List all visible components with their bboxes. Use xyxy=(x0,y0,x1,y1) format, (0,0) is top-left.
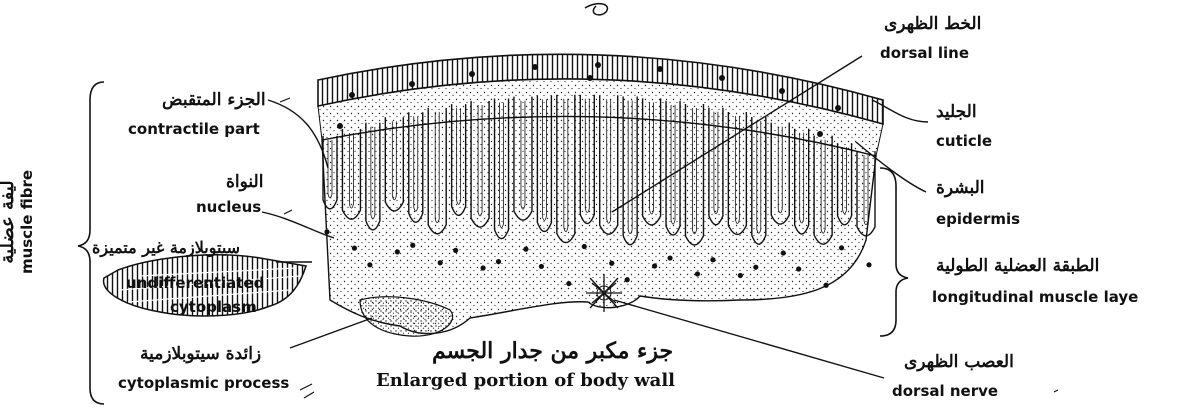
label-muscle-layer-ar: الطبقة العضلية الطولية xyxy=(936,258,1099,275)
fibre-nucleus xyxy=(453,248,458,253)
label-dorsal-nerve-en: dorsal nerve xyxy=(892,384,998,399)
label-muscle-fibre: ليفة عضلية muscle fibre xyxy=(0,162,27,282)
fibre-nucleus xyxy=(652,263,657,268)
label-nucleus-en: nucleus xyxy=(196,200,261,215)
fibre-nucleus xyxy=(395,249,400,254)
fibre-nucleus xyxy=(695,271,700,276)
fibre-nucleus xyxy=(367,262,372,267)
label-contractile-en: contractile part xyxy=(128,122,260,137)
fibre-nucleus xyxy=(738,273,743,278)
figure-title-ar: جزء مكبر من جدار الجسم xyxy=(432,340,673,362)
fibre-nucleus xyxy=(410,243,415,248)
fibre-nucleus xyxy=(824,283,829,288)
fibre-nucleus xyxy=(753,265,758,270)
fibre-nucleus xyxy=(866,262,871,267)
fibre-nucleus xyxy=(667,255,672,260)
label-undiff-en-2: cytoplasm xyxy=(170,300,257,315)
label-nucleus-ar: النواة xyxy=(226,174,263,191)
fibre-nucleus xyxy=(582,244,587,249)
top-scribble xyxy=(585,4,607,15)
fibre-nucleus xyxy=(781,250,786,255)
fibre-nucleus xyxy=(480,265,485,270)
fibre-nucleus xyxy=(796,266,801,271)
fibre-nucleus xyxy=(523,247,528,252)
label-muscle-fibre-ar: ليفة عضلية xyxy=(0,162,18,282)
label-cuticle-en: cuticle xyxy=(936,134,992,149)
label-dorsal-line-ar: الخط الظهرى xyxy=(884,16,981,33)
label-contractile-ar: الجزء المتقبض xyxy=(162,92,266,109)
fibre-nucleus xyxy=(496,259,501,264)
leader-nucleus xyxy=(262,212,334,238)
fibre-nucleus xyxy=(609,261,614,266)
fibre-nucleus xyxy=(839,245,844,250)
fibre-nucleus xyxy=(710,257,715,262)
fibre-nucleus xyxy=(539,264,544,269)
dorsal-nerve-core xyxy=(597,286,611,300)
fibre-nucleus xyxy=(324,229,329,234)
label-muscle-fibre-en: muscle fibre xyxy=(18,162,36,282)
fibre-nucleus xyxy=(625,277,630,282)
fibre-nucleus xyxy=(352,246,357,251)
label-undiff-en-1: undifferentiated xyxy=(126,276,264,291)
label-dorsal-line-en: dorsal line xyxy=(880,46,969,61)
fibre-nucleus xyxy=(438,260,443,265)
figure-title-en: Enlarged portion of body wall xyxy=(376,372,675,390)
label-process-ar: زائدة سيتوبلازمية xyxy=(140,346,261,363)
label-dorsal-nerve-ar: العصب الظهرى xyxy=(904,354,1014,371)
label-epidermis-en: epidermis xyxy=(936,212,1020,227)
label-undiff-ar: سيتوبلازمة غير متميزة xyxy=(92,240,240,256)
label-epidermis-ar: البشرة xyxy=(936,180,985,197)
leader-process xyxy=(290,318,372,348)
label-cuticle-ar: الجليد xyxy=(936,104,977,121)
muscle-layer-brace xyxy=(880,168,908,336)
fibre-nucleus xyxy=(566,281,571,286)
label-process-en: cytoplasmic process xyxy=(118,376,289,391)
label-muscle-layer-en: longitudinal muscle laye xyxy=(932,290,1138,305)
